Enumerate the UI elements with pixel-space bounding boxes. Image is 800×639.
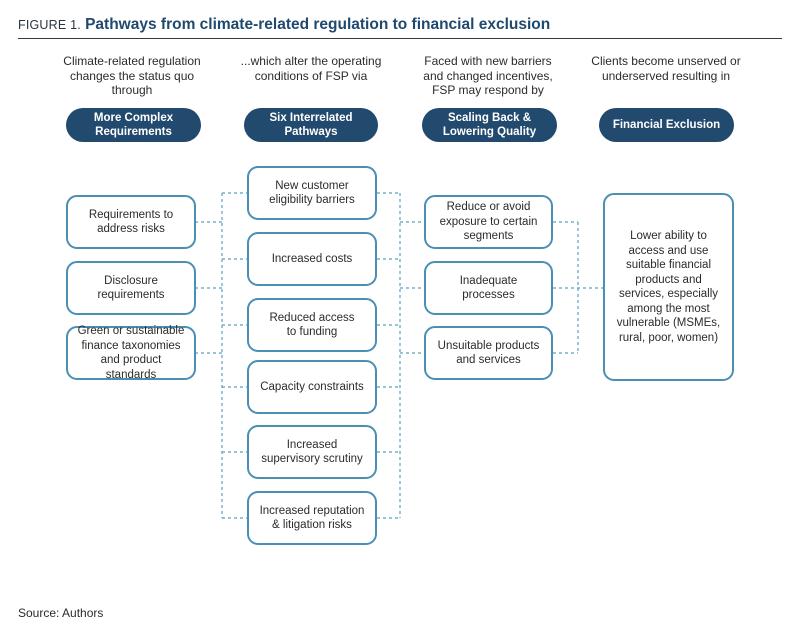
- box-reduced-access-to-funding: Reduced access to funding: [247, 298, 377, 352]
- column-4-header-label: Financial Exclusion: [612, 119, 721, 131]
- box-inadequate-processes: Inadequate processes: [424, 261, 553, 315]
- box-label: New customer eligibility barriers: [269, 179, 355, 207]
- figure-source: Source: Authors: [18, 606, 104, 620]
- box-capacity-constraints: Capacity constraints: [247, 360, 377, 414]
- box-label: Unsuitable products and services: [437, 339, 540, 367]
- box-increased-reputation-litigation-risks: Increased reputation & litigation risks: [247, 491, 377, 545]
- column-1-header-label: More Complex Requirements: [93, 112, 174, 138]
- column-3-intro: Faced with new barriers and changed ince…: [423, 54, 553, 97]
- column-3-header: Scaling Back & Lowering Quality: [422, 108, 557, 142]
- box-disclosure-requirements: Disclosure requirements: [66, 261, 196, 315]
- box-label: Disclosure requirements: [97, 274, 165, 302]
- box-label: Increased reputation & litigation risks: [259, 504, 365, 532]
- box-label: Reduce or avoid exposure to certain segm…: [439, 201, 538, 243]
- box-unsuitable-products-and-services: Unsuitable products and services: [424, 326, 553, 380]
- box-new-customer-eligibility-barriers: New customer eligibility barriers: [247, 166, 377, 220]
- box-label: Increased supervisory scrutiny: [261, 438, 363, 466]
- column-2-header-label: Six Interrelated Pathways: [269, 112, 353, 138]
- box-label: Reduced access to funding: [269, 311, 355, 339]
- column-1-intro: Climate-related regulation changes the s…: [63, 54, 201, 97]
- figure-label: FIGURE 1.: [18, 18, 81, 32]
- box-label: Requirements to address risks: [88, 208, 174, 236]
- column-4-header: Financial Exclusion: [599, 108, 734, 142]
- column-3-header-label: Scaling Back & Lowering Quality: [442, 112, 537, 138]
- box-label: Inadequate processes: [459, 274, 518, 302]
- box-increased-costs: Increased costs: [247, 232, 377, 286]
- box-reduce-or-avoid-exposure: Reduce or avoid exposure to certain segm…: [424, 195, 553, 249]
- figure-title: FIGURE 1. Pathways from climate-related …: [18, 16, 550, 34]
- title-divider: [18, 38, 782, 39]
- box-green-finance-taxonomies: Green or sustainable finance taxonomies …: [66, 325, 196, 381]
- box-label: Green or sustainable finance taxonomies …: [77, 325, 185, 381]
- column-2-header: Six Interrelated Pathways: [244, 108, 378, 142]
- figure-title-text: Pathways from climate-related regulation…: [85, 16, 551, 33]
- column-4-intro: Clients become unserved or underserved r…: [591, 54, 741, 83]
- box-increased-supervisory-scrutiny: Increased supervisory scrutiny: [247, 425, 377, 479]
- column-2-intro: ...which alter the operating conditions …: [240, 54, 382, 83]
- box-lower-ability-to-access: Lower ability to access and use suitable…: [603, 193, 734, 381]
- box-requirements-to-address-risks: Requirements to address risks: [66, 195, 196, 249]
- box-label: Increased costs: [271, 252, 353, 265]
- column-1-header: More Complex Requirements: [66, 108, 201, 142]
- box-label: Lower ability to access and use suitable…: [616, 230, 721, 344]
- box-label: Capacity constraints: [260, 380, 364, 393]
